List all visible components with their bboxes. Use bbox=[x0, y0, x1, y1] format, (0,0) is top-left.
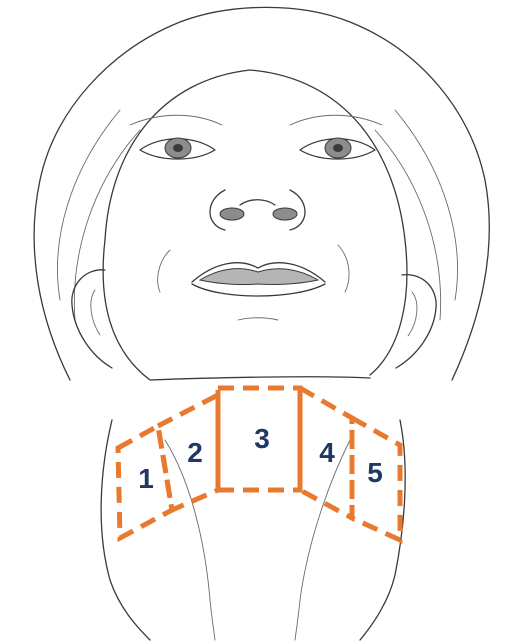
left-eyebrow bbox=[130, 115, 222, 125]
upper-lip-fill bbox=[200, 269, 318, 285]
right-eyebrow bbox=[290, 115, 382, 125]
right-cheek-fold bbox=[338, 245, 349, 292]
zone-5-label: 5 bbox=[367, 457, 383, 488]
right-ear-inner bbox=[408, 292, 417, 336]
neck-left-edge bbox=[101, 420, 150, 640]
zone-outlines bbox=[118, 388, 400, 540]
hair-strands-right bbox=[375, 110, 458, 320]
left-nostril bbox=[220, 208, 244, 220]
hair-outline bbox=[34, 7, 489, 380]
left-ear bbox=[72, 270, 112, 368]
lower-lip bbox=[192, 284, 325, 296]
left-pupil bbox=[173, 144, 183, 152]
face-outline-left-cheek bbox=[103, 240, 150, 380]
right-nostril bbox=[273, 208, 297, 220]
face-outline bbox=[105, 70, 407, 375]
left-cheek-fold bbox=[158, 250, 170, 292]
left-neck-muscle bbox=[165, 440, 215, 640]
zone-2-label: 2 bbox=[187, 437, 203, 468]
right-neck-muscle bbox=[295, 440, 350, 640]
left-ear-inner bbox=[91, 290, 100, 335]
chin-crease bbox=[238, 318, 278, 320]
zone-3-label: 3 bbox=[254, 423, 270, 454]
zone-1-label: 1 bbox=[138, 463, 154, 494]
zone-4-label: 4 bbox=[319, 437, 335, 468]
jaw-underside bbox=[150, 377, 370, 380]
hair-strands-left bbox=[58, 110, 141, 320]
right-ear bbox=[396, 275, 436, 368]
right-pupil bbox=[333, 144, 343, 152]
